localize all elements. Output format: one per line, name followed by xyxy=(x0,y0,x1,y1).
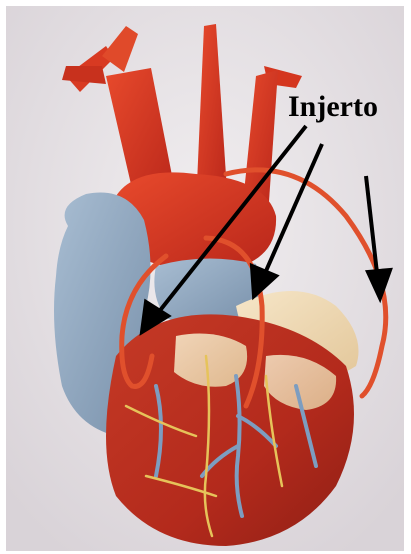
graft-label: Injerto xyxy=(288,92,378,122)
heart-illustration xyxy=(6,6,404,551)
heart-model-photo xyxy=(6,6,404,551)
